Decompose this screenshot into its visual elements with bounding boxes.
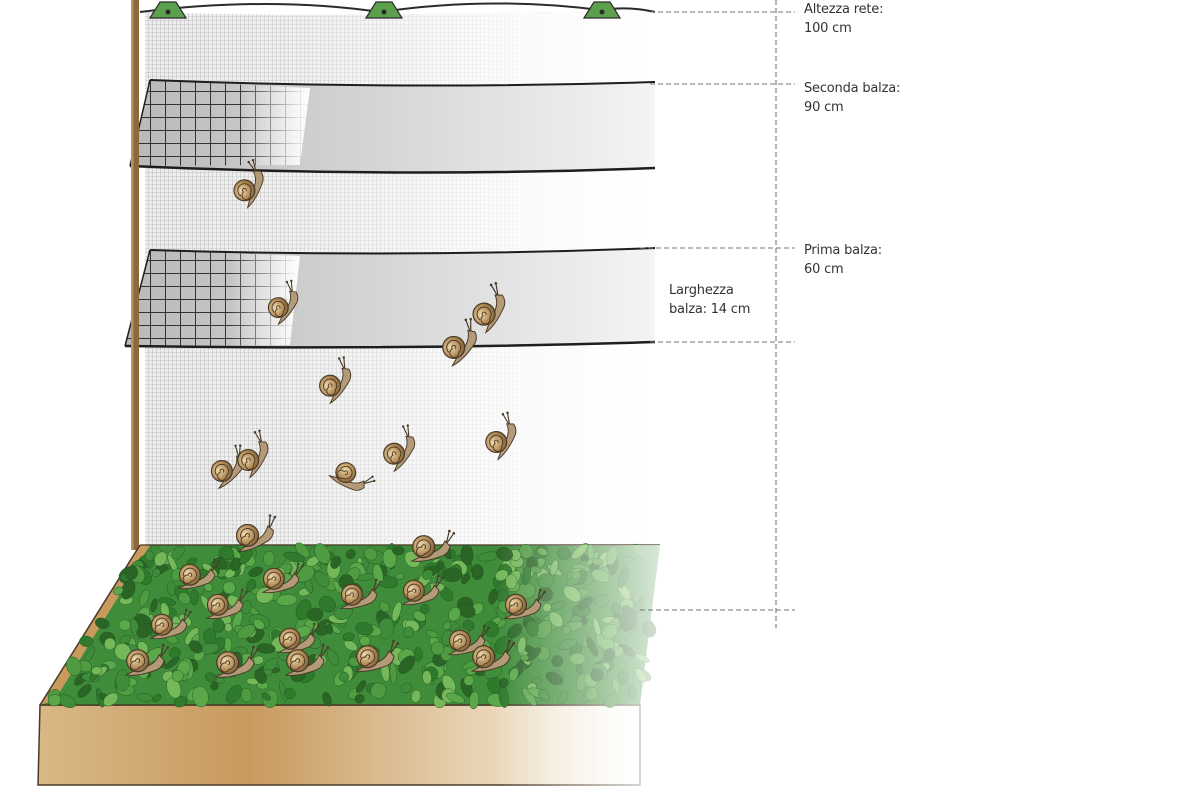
flap-width-line2: balza: 14 cm (669, 302, 751, 317)
clip-icon (364, 1, 404, 19)
dimension-lines (640, 0, 795, 628)
first-flap-value: 60 cm (804, 262, 844, 277)
first-flap-label: Prima balza: 60 cm (804, 241, 882, 279)
net-height-value: 100 cm (804, 21, 852, 36)
clip-icon (582, 1, 622, 19)
first-flap (124, 247, 656, 349)
first-flap-title: Prima balza: (804, 243, 882, 258)
net-height-title: Altezza rete: (804, 2, 884, 17)
clip-icon (148, 1, 188, 19)
foliage-fade (20, 545, 700, 790)
flap-width-line1: Larghezza (669, 283, 734, 298)
second-flap-title: Seconda balza: (804, 81, 901, 96)
flap-width-label: Larghezza balza: 14 cm (669, 281, 750, 319)
net-top-edge (139, 1, 656, 19)
second-flap-label: Seconda balza: 90 cm (804, 79, 900, 117)
second-flap (129, 79, 656, 174)
wooden-post (131, 0, 139, 550)
second-flap-value: 90 cm (804, 100, 844, 115)
net-height-label: Altezza rete: 100 cm (804, 0, 883, 38)
